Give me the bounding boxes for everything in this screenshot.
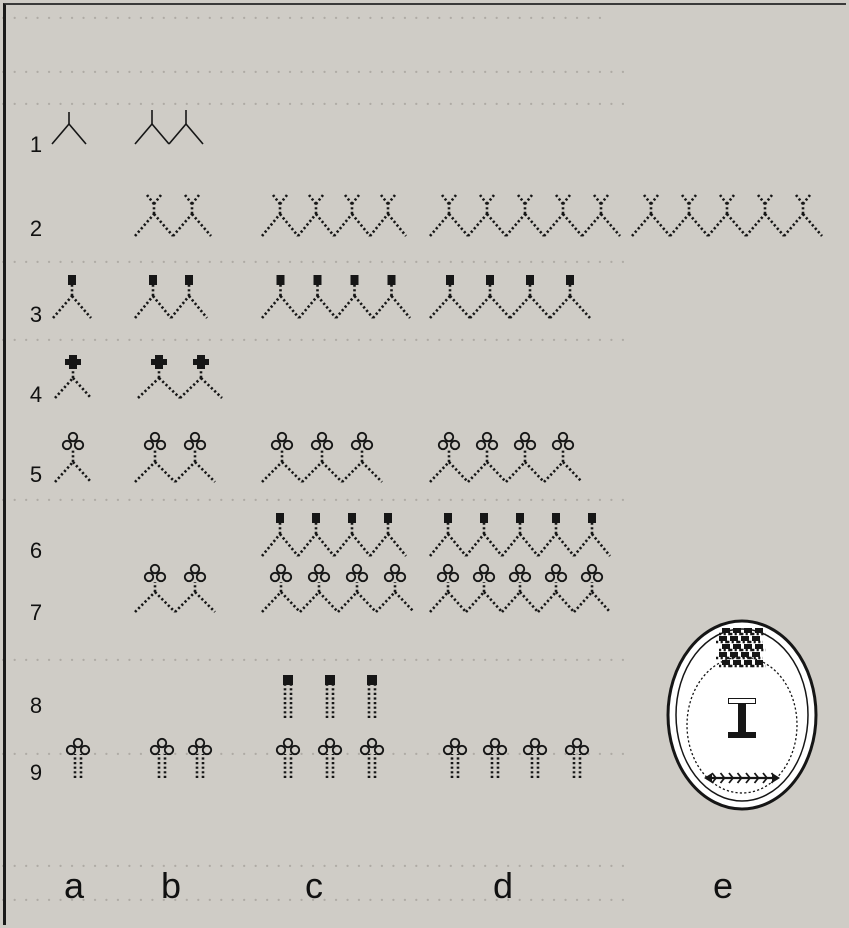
ornament-4b bbox=[138, 355, 222, 398]
ornament-5a bbox=[55, 433, 91, 482]
ornament-1b bbox=[135, 110, 203, 144]
ornament-9c bbox=[277, 739, 383, 778]
ornament-9b bbox=[151, 739, 211, 778]
ornament-2e bbox=[632, 195, 822, 236]
ornament-5c bbox=[262, 433, 382, 482]
ornament-2b bbox=[135, 195, 211, 236]
ornament-5b bbox=[135, 433, 215, 482]
ornament-6d bbox=[430, 513, 610, 556]
ornament-7c bbox=[262, 565, 414, 612]
ornament-1a bbox=[52, 112, 86, 144]
ornament-4a bbox=[55, 355, 91, 398]
ornament-6c bbox=[262, 513, 406, 556]
ornament-7d bbox=[430, 565, 610, 612]
ornament-3c bbox=[262, 275, 410, 318]
ornament-9d bbox=[444, 739, 588, 778]
ornament-2c bbox=[262, 195, 406, 236]
ornament-5d bbox=[430, 433, 582, 482]
ornament-3d bbox=[430, 275, 590, 318]
ornament-e-medallion bbox=[668, 621, 816, 809]
ornament-7b bbox=[135, 565, 215, 612]
ornament-9a bbox=[67, 739, 89, 778]
ornament-3b bbox=[135, 275, 207, 318]
ornament-3a bbox=[53, 275, 91, 318]
ornament-8c bbox=[283, 675, 377, 718]
ornament-2d bbox=[430, 195, 620, 236]
